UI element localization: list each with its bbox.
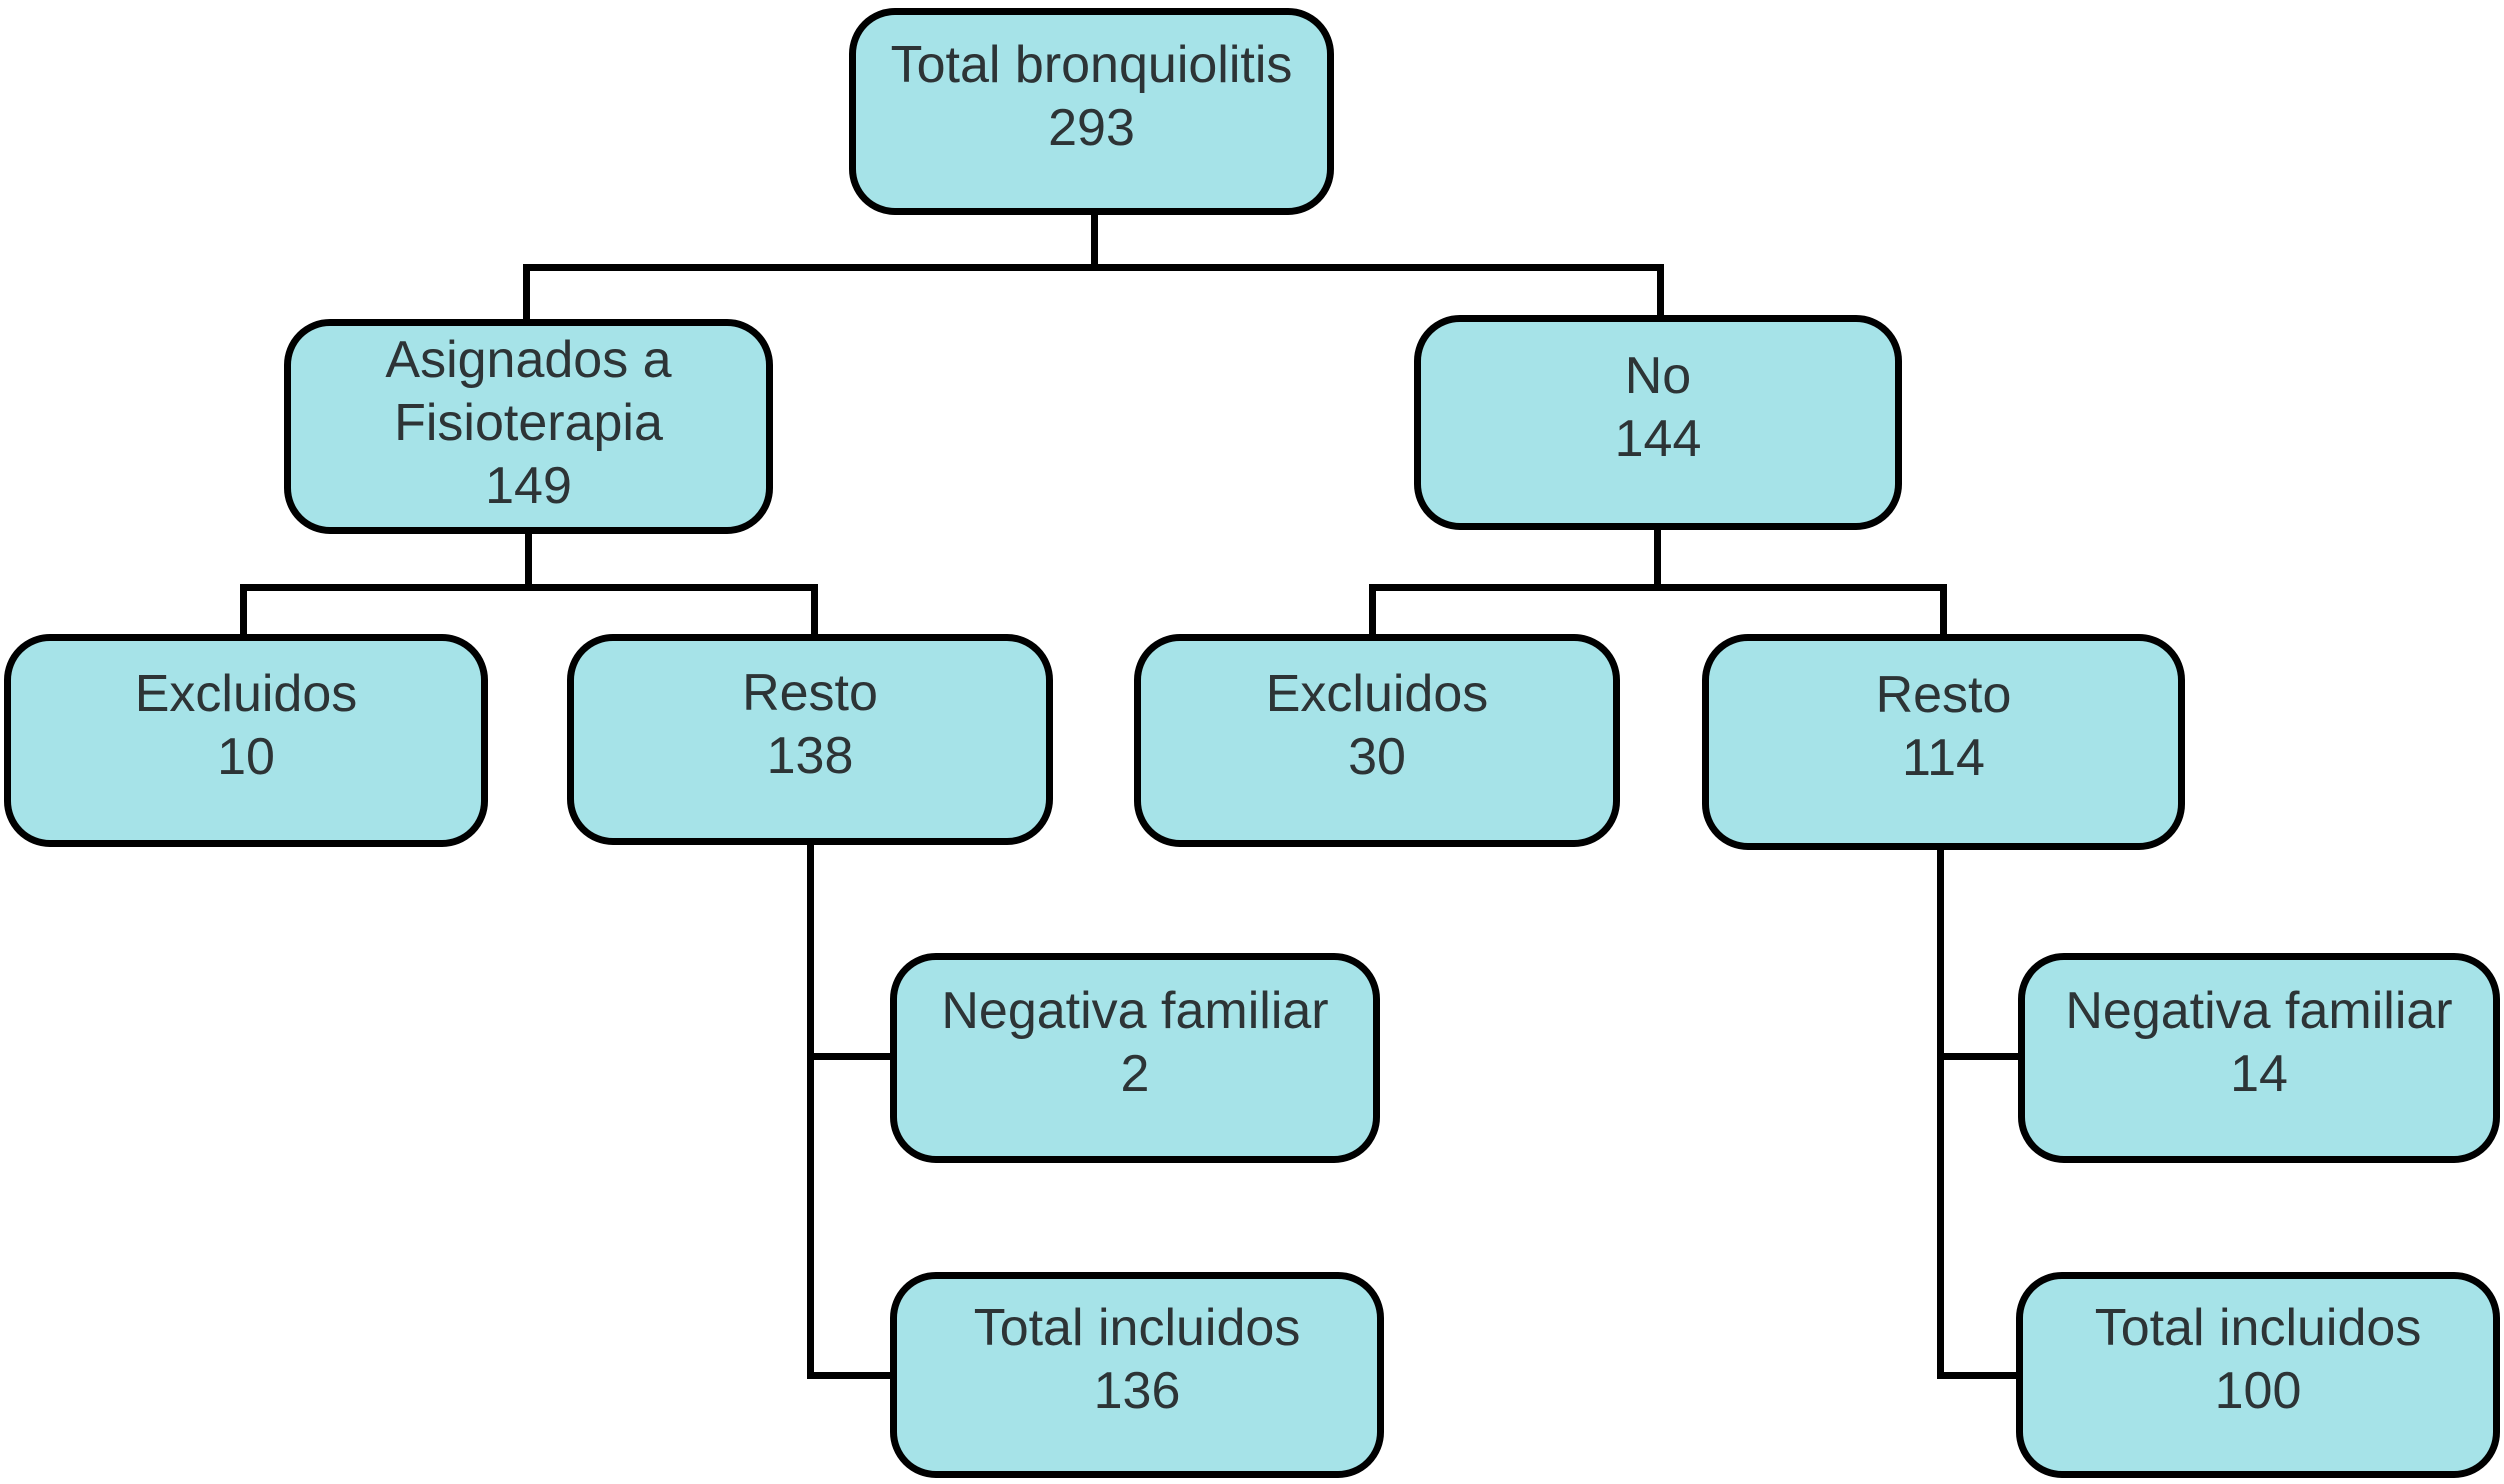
node-negativa-familiar-2: Negativa familiar 2 (890, 953, 1380, 1163)
node-value: 14 (2230, 1045, 2288, 1103)
connector-drop-excluidos-30 (1369, 584, 1376, 638)
node-excluidos-30: Excluidos 30 (1134, 634, 1620, 847)
node-value: 293 (1048, 98, 1135, 157)
connector-stub-negativa-14 (1937, 1053, 2020, 1060)
node-value: 114 (1902, 729, 1985, 787)
node-label: Total incluidos (2094, 1299, 2422, 1357)
connector-total-stem (1091, 212, 1098, 271)
node-label: Excluidos (1265, 664, 1489, 723)
connector-no-stem (1654, 527, 1661, 591)
node-label: Resto (1875, 666, 2012, 724)
connector-drop-resto-114 (1940, 584, 1947, 638)
node-resto-138: Resto 138 (567, 634, 1053, 845)
node-label: Negativa familiar (941, 982, 1329, 1040)
connector-resto-114-trunk (1937, 847, 1944, 1379)
node-total-incluidos-136: Total incluidos 136 (890, 1272, 1384, 1478)
node-label: Excluidos (134, 664, 358, 723)
connector-fisioterapia-horizontal (240, 584, 818, 591)
connector-elbow-incluidos-136 (807, 1372, 892, 1379)
connector-fisioterapia-stem (525, 530, 532, 591)
node-negativa-familiar-14: Negativa familiar 14 (2018, 953, 2500, 1163)
connector-no-horizontal (1369, 584, 1947, 591)
node-label: Total incluidos (973, 1299, 1301, 1357)
connector-level1-horizontal (523, 264, 1664, 271)
node-value: 136 (1093, 1362, 1181, 1420)
node-value: 100 (2214, 1362, 2302, 1420)
connector-drop-fisioterapia (523, 264, 530, 324)
connector-elbow-incluidos-100 (1937, 1372, 2018, 1379)
connector-resto-138-trunk (807, 842, 814, 1379)
node-resto-114: Resto 114 (1702, 634, 2185, 850)
node-total-incluidos-100: Total incluidos 100 (2016, 1272, 2500, 1478)
connector-stub-negativa-2 (807, 1053, 892, 1060)
node-excluidos-10: Excluidos 10 (4, 634, 488, 847)
node-no: No 144 (1414, 315, 1902, 530)
node-label: Asignados a Fisioterapia (385, 331, 672, 452)
node-total-bronquiolitis: Total bronquiolitis 293 (849, 8, 1334, 215)
node-value: 10 (217, 727, 275, 786)
node-value: 30 (1348, 727, 1406, 786)
node-value: 138 (766, 726, 854, 785)
connector-drop-no (1657, 264, 1664, 320)
node-label: Resto (742, 663, 878, 722)
node-value: 144 (1614, 409, 1702, 468)
node-label: Total bronquiolitis (890, 35, 1293, 94)
node-value: 149 (485, 457, 572, 515)
node-asignados-fisioterapia: Asignados a Fisioterapia 149 (284, 319, 773, 534)
node-label: Negativa familiar (2065, 982, 2453, 1040)
node-label: No (1624, 346, 1692, 405)
node-value: 2 (1120, 1045, 1150, 1103)
connector-drop-resto-138 (811, 584, 818, 638)
connector-drop-excluidos-10 (240, 584, 247, 638)
